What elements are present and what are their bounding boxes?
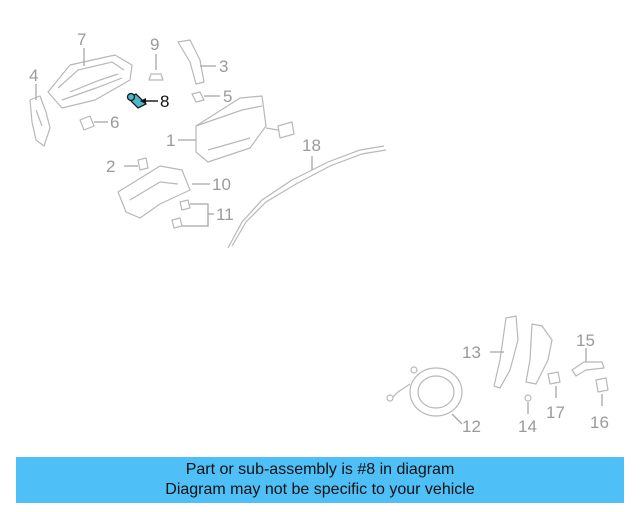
part-17-clip: 17 xyxy=(546,371,565,422)
part-8-bolt: 8 xyxy=(126,92,169,111)
callout-11: 11 xyxy=(216,205,234,224)
callout-14: 14 xyxy=(518,417,537,436)
part-4-side-bracket: 4 xyxy=(29,66,51,147)
callout-16: 16 xyxy=(590,413,609,432)
part-5-bolt: 5 xyxy=(191,87,232,106)
callout-6: 6 xyxy=(110,113,119,132)
part-14-pillar-trim: 14 xyxy=(518,323,553,436)
part-6-bolt: 6 xyxy=(79,113,119,132)
part-13-pillar-trim: 13 xyxy=(462,315,519,389)
part-10-mounting-bracket: 10 xyxy=(117,165,231,219)
callout-15: 15 xyxy=(576,331,595,350)
callout-10: 10 xyxy=(212,175,231,194)
part-15-bracket: 15 xyxy=(571,331,605,377)
info-banner: Part or sub-assembly is #8 in diagram Di… xyxy=(16,457,624,503)
callout-1: 1 xyxy=(166,131,175,150)
part-11-fasteners: 11 xyxy=(171,199,234,229)
callout-17: 17 xyxy=(546,403,565,422)
part-16-bolt: 16 xyxy=(590,377,609,432)
part-18-curtain-airbag: 18 xyxy=(227,136,387,249)
banner-line-2: Diagram may not be specific to your vehi… xyxy=(165,481,475,498)
callout-8-arrow xyxy=(140,98,146,104)
callout-2: 2 xyxy=(106,157,115,176)
callout-3: 3 xyxy=(219,57,228,76)
callout-7: 7 xyxy=(77,30,86,49)
callout-18: 18 xyxy=(302,136,321,155)
part-12-driver-airbag: 12 xyxy=(386,366,481,436)
part-3-pillar-bracket: 3 xyxy=(177,39,228,85)
callout-5: 5 xyxy=(223,87,232,106)
callout-8: 8 xyxy=(160,92,169,111)
part-2-bolt: 2 xyxy=(106,157,149,176)
callout-9: 9 xyxy=(150,35,159,54)
callout-13: 13 xyxy=(462,343,481,362)
part-1-airbag-module: 1 xyxy=(166,95,295,163)
callout-4: 4 xyxy=(29,66,38,85)
part-7-dash-panel: 7 xyxy=(47,30,133,109)
part-9-clip: 9 xyxy=(148,35,164,81)
parts-diagram: 7 4 9 3 8 5 6 xyxy=(29,30,609,436)
banner-line-1: Part or sub-assembly is #8 in diagram xyxy=(185,461,455,478)
callout-12: 12 xyxy=(462,417,481,436)
